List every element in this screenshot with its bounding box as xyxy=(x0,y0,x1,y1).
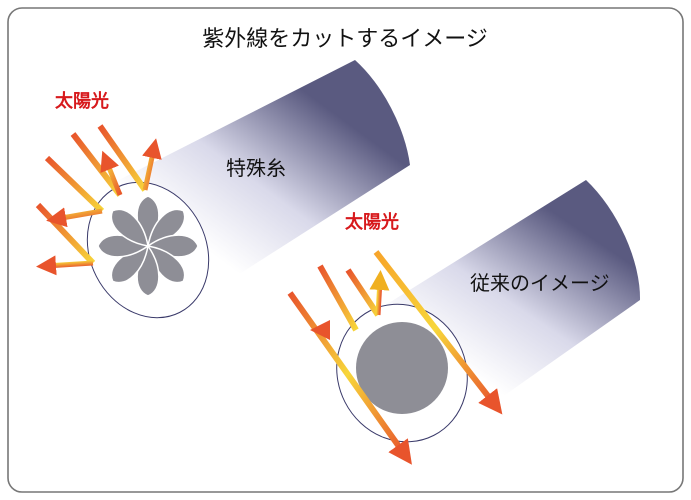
sunlight-label-top: 太陽光 xyxy=(55,90,109,112)
conventional-fiber-core xyxy=(356,322,448,414)
sunlight-label-bottom: 太陽光 xyxy=(345,211,399,233)
conventional-fiber-tube xyxy=(336,180,641,443)
special-fiber-rays xyxy=(35,124,162,276)
special-fiber-label: 特殊糸 xyxy=(226,156,286,180)
special-fiber-cross-section xyxy=(97,195,199,297)
special-fiber-tube xyxy=(86,60,410,319)
diagram-title: 紫外線をカットするイメージ xyxy=(202,27,488,52)
conventional-fiber-label: 従来のイメージ xyxy=(470,271,610,295)
conventional-fiber-rays xyxy=(287,250,503,465)
